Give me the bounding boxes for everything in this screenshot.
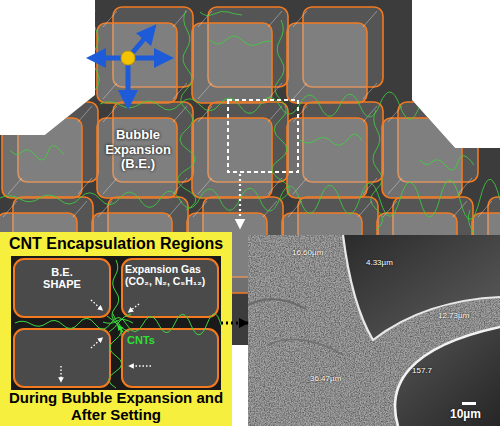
- cnt-strand: [272, 20, 289, 200]
- bubble-cube: [97, 7, 193, 103]
- cnt-strand: [92, 10, 99, 90]
- cnt-strand: [178, 10, 196, 210]
- bubble-cube: [382, 102, 478, 198]
- cnt-strand: [0, 179, 500, 219]
- sem-bubble: [343, 235, 500, 340]
- bubble-cube: [192, 7, 288, 103]
- sem-bubble: [395, 327, 500, 426]
- gas-label: Expansion Gas (CO₂, N₂, C₅H₁₂): [125, 264, 217, 288]
- cnt-strand: [15, 314, 221, 335]
- sem-micrograph: 16.60µm 4.33µm 12.73µm 157.7 36.47µm 10µm: [248, 235, 500, 426]
- cnt-strand: [100, 89, 500, 122]
- cnt-pointer: [119, 327, 123, 332]
- cnt-region-schematic: [11, 256, 221, 390]
- sem-image: [248, 235, 500, 426]
- cnt-strand: [420, 156, 474, 170]
- measurement-label: 4.33µm: [366, 259, 393, 268]
- cnt-strand: [10, 146, 64, 160]
- expansion-hint: [91, 300, 101, 309]
- cnt-cluster: [15, 260, 221, 388]
- measurement-label: 36.47µm: [310, 375, 341, 384]
- scale-bar-label: 10µm: [450, 408, 481, 421]
- cnt-strand: [371, 110, 383, 230]
- bubble-cube: Bubble Expansion (B.E.): [95, 122, 181, 196]
- bubble-cube: [2, 102, 98, 198]
- expansion-hint: [91, 339, 101, 348]
- panel-heading: CNT Encapsulation Regions: [2, 235, 230, 253]
- region-label: B.E. SHAPE: [33, 266, 91, 291]
- panel-caption: During Bubble Expansion and After Settin…: [2, 390, 230, 424]
- bubble-quadrant: [122, 259, 218, 317]
- sem-ground: [248, 235, 500, 426]
- cnt-label: CNTs: [127, 334, 167, 346]
- bubble-rim: [395, 327, 500, 426]
- zoom-pointer: [239, 174, 241, 224]
- callout-panel: B.E. SHAPE Expansion Gas (CO₂, N₂, C₅H₁₂)…: [0, 232, 232, 426]
- measurement-label: 16.60µm: [292, 249, 323, 258]
- measurement-label: 12.73µm: [438, 312, 469, 321]
- expansion-hint: [131, 365, 151, 366]
- sem-texture: [248, 235, 500, 426]
- bubble-cube: [192, 102, 288, 198]
- zoom-frame: [228, 100, 298, 172]
- cnt-strand: [210, 36, 272, 45]
- bubble-rim: [343, 235, 500, 340]
- expansion-hint: [60, 366, 61, 380]
- bubble-quadrant: [14, 259, 110, 317]
- sem-crease: [248, 299, 306, 309]
- cnt-strand: [113, 314, 122, 336]
- cnt-strand: [200, 11, 242, 15]
- expansion-arrows: [96, 32, 164, 100]
- bubble-cube: [287, 7, 383, 103]
- bubble-quadrant: [14, 329, 110, 387]
- nucleation-dot: [121, 51, 135, 65]
- scale-bar: [462, 402, 476, 405]
- expansion-hint: [130, 304, 139, 311]
- cnt-strand: [103, 319, 133, 323]
- schematic-panel: B.E. SHAPE Expansion Gas (CO₂, N₂, C₅H₁₂)…: [11, 256, 221, 390]
- dotted-arrow: [221, 322, 248, 325]
- schematic-ground: [11, 256, 221, 390]
- cnt-strand: [300, 134, 362, 145]
- bubble-quadrant: [122, 329, 218, 387]
- sem-crease: [268, 340, 343, 355]
- yellow-panel: [0, 232, 232, 426]
- cube-label: Bubble Expansion (B.E.): [95, 128, 181, 172]
- measurement-label: 157.7: [412, 367, 432, 376]
